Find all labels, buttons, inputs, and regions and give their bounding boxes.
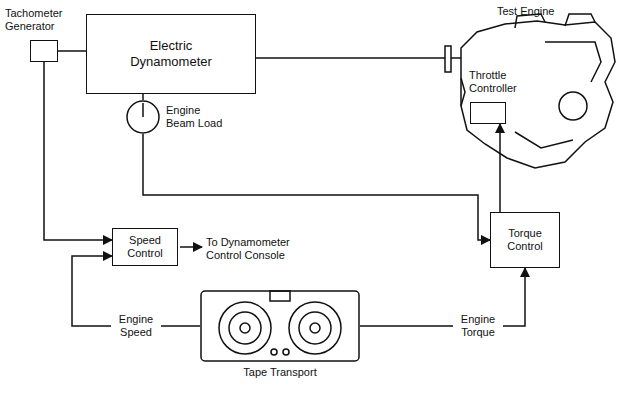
node-label: Throttle Controller <box>467 69 535 95</box>
beam-load-ring <box>127 101 159 133</box>
shaft-flange <box>445 46 451 72</box>
tape-reel-spindle <box>310 323 320 333</box>
beam-load-stem <box>142 103 144 117</box>
tape-deck <box>201 291 359 361</box>
beam-load-symbol <box>126 100 160 134</box>
tachometer-box: Tachometer Generator <box>30 40 58 62</box>
throttle-box: Throttle Controller <box>470 102 506 124</box>
tape-guide <box>271 349 277 355</box>
signal-label: Engine Speed <box>111 313 161 339</box>
shaft-line <box>256 57 445 59</box>
tape-reel <box>289 302 341 354</box>
tape-reel <box>219 302 271 354</box>
tape-reel-hub <box>299 312 331 344</box>
signal-arrow <box>499 124 501 212</box>
node-label: Tape Transport <box>200 366 360 379</box>
dynamometer-box: Electric Dynamometer <box>86 14 256 94</box>
shaft-line <box>58 50 86 52</box>
tape-reel-hub <box>229 312 261 344</box>
signal-label: Engine Torque <box>453 313 503 339</box>
tape-head <box>270 291 290 301</box>
engine-manifold <box>565 14 595 26</box>
tape-reel-spindle <box>240 323 250 333</box>
engine-shaft <box>451 57 461 59</box>
node-label: Speed Control <box>117 234 173 260</box>
engine-detail <box>515 132 573 148</box>
shaft-line <box>142 94 144 100</box>
tape-transport-illustration <box>200 290 360 364</box>
node-label: Test Engine <box>497 5 577 18</box>
node-label: Torque Control <box>497 227 553 253</box>
node-label: Engine Beam Load <box>166 104 226 130</box>
engine-detail <box>545 42 601 82</box>
engine-outline: Test EngineThrottle Controller <box>445 2 620 172</box>
engine-pulley <box>559 92 587 120</box>
tape-transport: Tape Transport <box>200 290 360 382</box>
speed-control-box: Speed Control <box>112 228 178 266</box>
tape-guide <box>283 349 289 355</box>
console-arrow <box>180 246 202 248</box>
torque-control-box: Torque Control <box>490 212 560 268</box>
node-label: Electric Dynamometer <box>121 38 221 69</box>
signal-label: To Dynamometer Control Console <box>206 236 310 262</box>
node-label: Tachometer Generator <box>5 7 77 33</box>
beam-load-circle: Engine Beam Load <box>126 100 160 134</box>
signal-arrow <box>143 134 490 240</box>
engine-block <box>461 21 615 168</box>
engine-detail <box>461 78 465 106</box>
